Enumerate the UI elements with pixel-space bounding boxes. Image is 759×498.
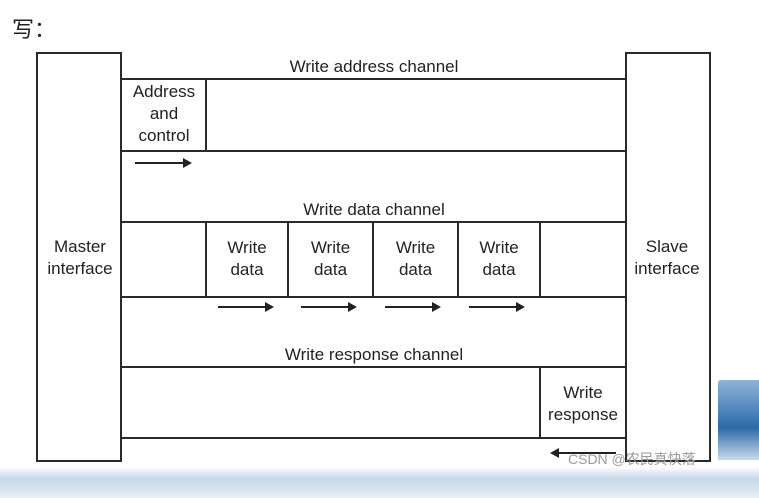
write-data-cell-label: Write data (227, 238, 267, 279)
data-channel-arrow (469, 302, 525, 312)
response-channel-top-line (120, 366, 626, 368)
address-channel-bottom-line (120, 150, 626, 152)
master-interface-box (36, 52, 122, 462)
write-response-channel-title: Write response channel (284, 345, 464, 364)
write-address-channel-title: Write address channel (289, 57, 459, 76)
slave-interface-box (625, 52, 711, 462)
write-data-cell-label: Write data (479, 238, 519, 279)
write-data-cell-label: Write data (395, 238, 436, 279)
response-cell-divider (539, 366, 541, 439)
data-channel-arrow (385, 302, 441, 312)
bottom-decoration-band (0, 456, 759, 498)
data-cell-divider (205, 221, 207, 298)
watermark-text: CSDN @农民真快落 (568, 451, 696, 467)
data-channel-arrow (218, 302, 274, 312)
data-cell-divider (372, 221, 374, 298)
slave-interface-label: Slave interface (634, 237, 700, 278)
page-heading: 写： (12, 18, 57, 43)
response-channel-bottom-line (120, 437, 626, 439)
address-channel-top-line (120, 78, 626, 80)
address-cell-divider (205, 78, 207, 152)
write-data-cell-label: Write data (310, 238, 351, 279)
write-response-label: Write response (548, 383, 618, 424)
data-cell-divider (457, 221, 459, 298)
data-cell-divider (539, 221, 541, 298)
address-channel-arrow (135, 158, 192, 168)
data-channel-arrow (301, 302, 357, 312)
data-cell-divider (287, 221, 289, 298)
address-and-control-label: Address and control (132, 82, 196, 145)
master-interface-label: Master interface (47, 237, 113, 278)
decorative-building-image (718, 380, 759, 460)
response-channel-arrow (550, 448, 616, 458)
write-data-channel-title: Write data channel (303, 200, 445, 219)
